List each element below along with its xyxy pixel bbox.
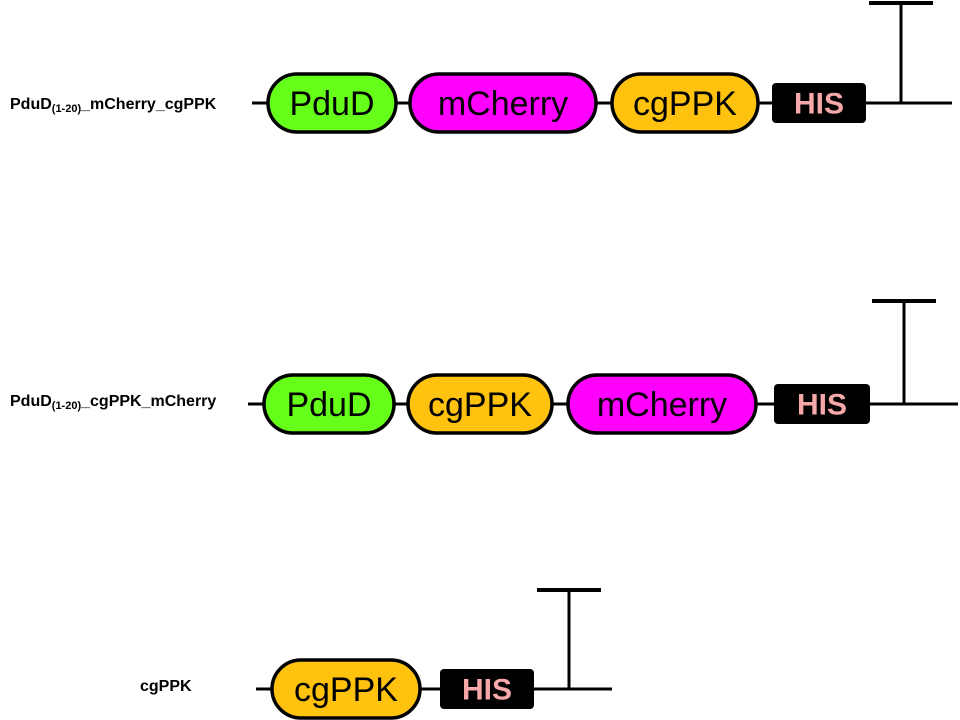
construct-label-main: PduD	[10, 393, 52, 410]
construct-label-subscript: (1-20)	[51, 103, 82, 115]
construct-label-3: cgPPK	[140, 678, 192, 696]
his-tag-label: HIS	[797, 389, 847, 422]
part-box	[610, 72, 760, 134]
his-tag-box	[440, 669, 534, 709]
part-cgppk: cgPPK	[270, 658, 422, 720]
part-label: PduD	[286, 386, 371, 424]
construct-label-subscript: (1-20)	[51, 400, 82, 412]
his-tag-box	[772, 83, 866, 123]
part-box	[270, 658, 422, 720]
his-tag-label: HIS	[794, 88, 844, 121]
part-mcherry: mCherry	[408, 72, 598, 134]
part-cgppk: cgPPK	[406, 373, 554, 435]
part-pdud: PduD	[262, 373, 396, 435]
part-label: cgPPK	[633, 85, 737, 123]
part-label: PduD	[289, 85, 374, 123]
construct-label-main: PduD	[10, 96, 52, 113]
part-label: cgPPK	[428, 386, 532, 424]
part-box	[262, 373, 396, 435]
part-box	[408, 72, 598, 134]
his-tag-label: HIS	[462, 674, 512, 707]
part-label: mCherry	[597, 386, 727, 424]
part-cgppk: cgPPK	[610, 72, 760, 134]
part-label: cgPPK	[294, 671, 398, 709]
construct-label-2: PduD(1-20)_cgPPK_mCherry	[10, 393, 217, 412]
part-box	[566, 373, 758, 435]
construct-1: PduD mCherry cgPPK HIS	[252, 1, 952, 134]
construct-label-rest: _cgPPK_mCherry	[81, 393, 217, 410]
part-mcherry: mCherry	[566, 373, 758, 435]
construct-label-1: PduD(1-20)_mCherry_cgPPK	[10, 96, 217, 115]
part-box	[406, 373, 554, 435]
his-tag-box	[774, 384, 870, 424]
part-his: HIS	[774, 384, 870, 424]
construct-2: PduD cgPPK mCherry HIS	[248, 299, 958, 435]
part-box	[266, 72, 398, 134]
part-his: HIS	[440, 669, 534, 709]
part-his: HIS	[772, 83, 866, 123]
construct-label-main: cgPPK	[140, 678, 192, 695]
part-label: mCherry	[438, 85, 568, 123]
part-pdud: PduD	[266, 72, 398, 134]
construct-label-rest: _mCherry_cgPPK	[81, 96, 217, 113]
construct-3: cgPPK HIS	[256, 588, 612, 720]
